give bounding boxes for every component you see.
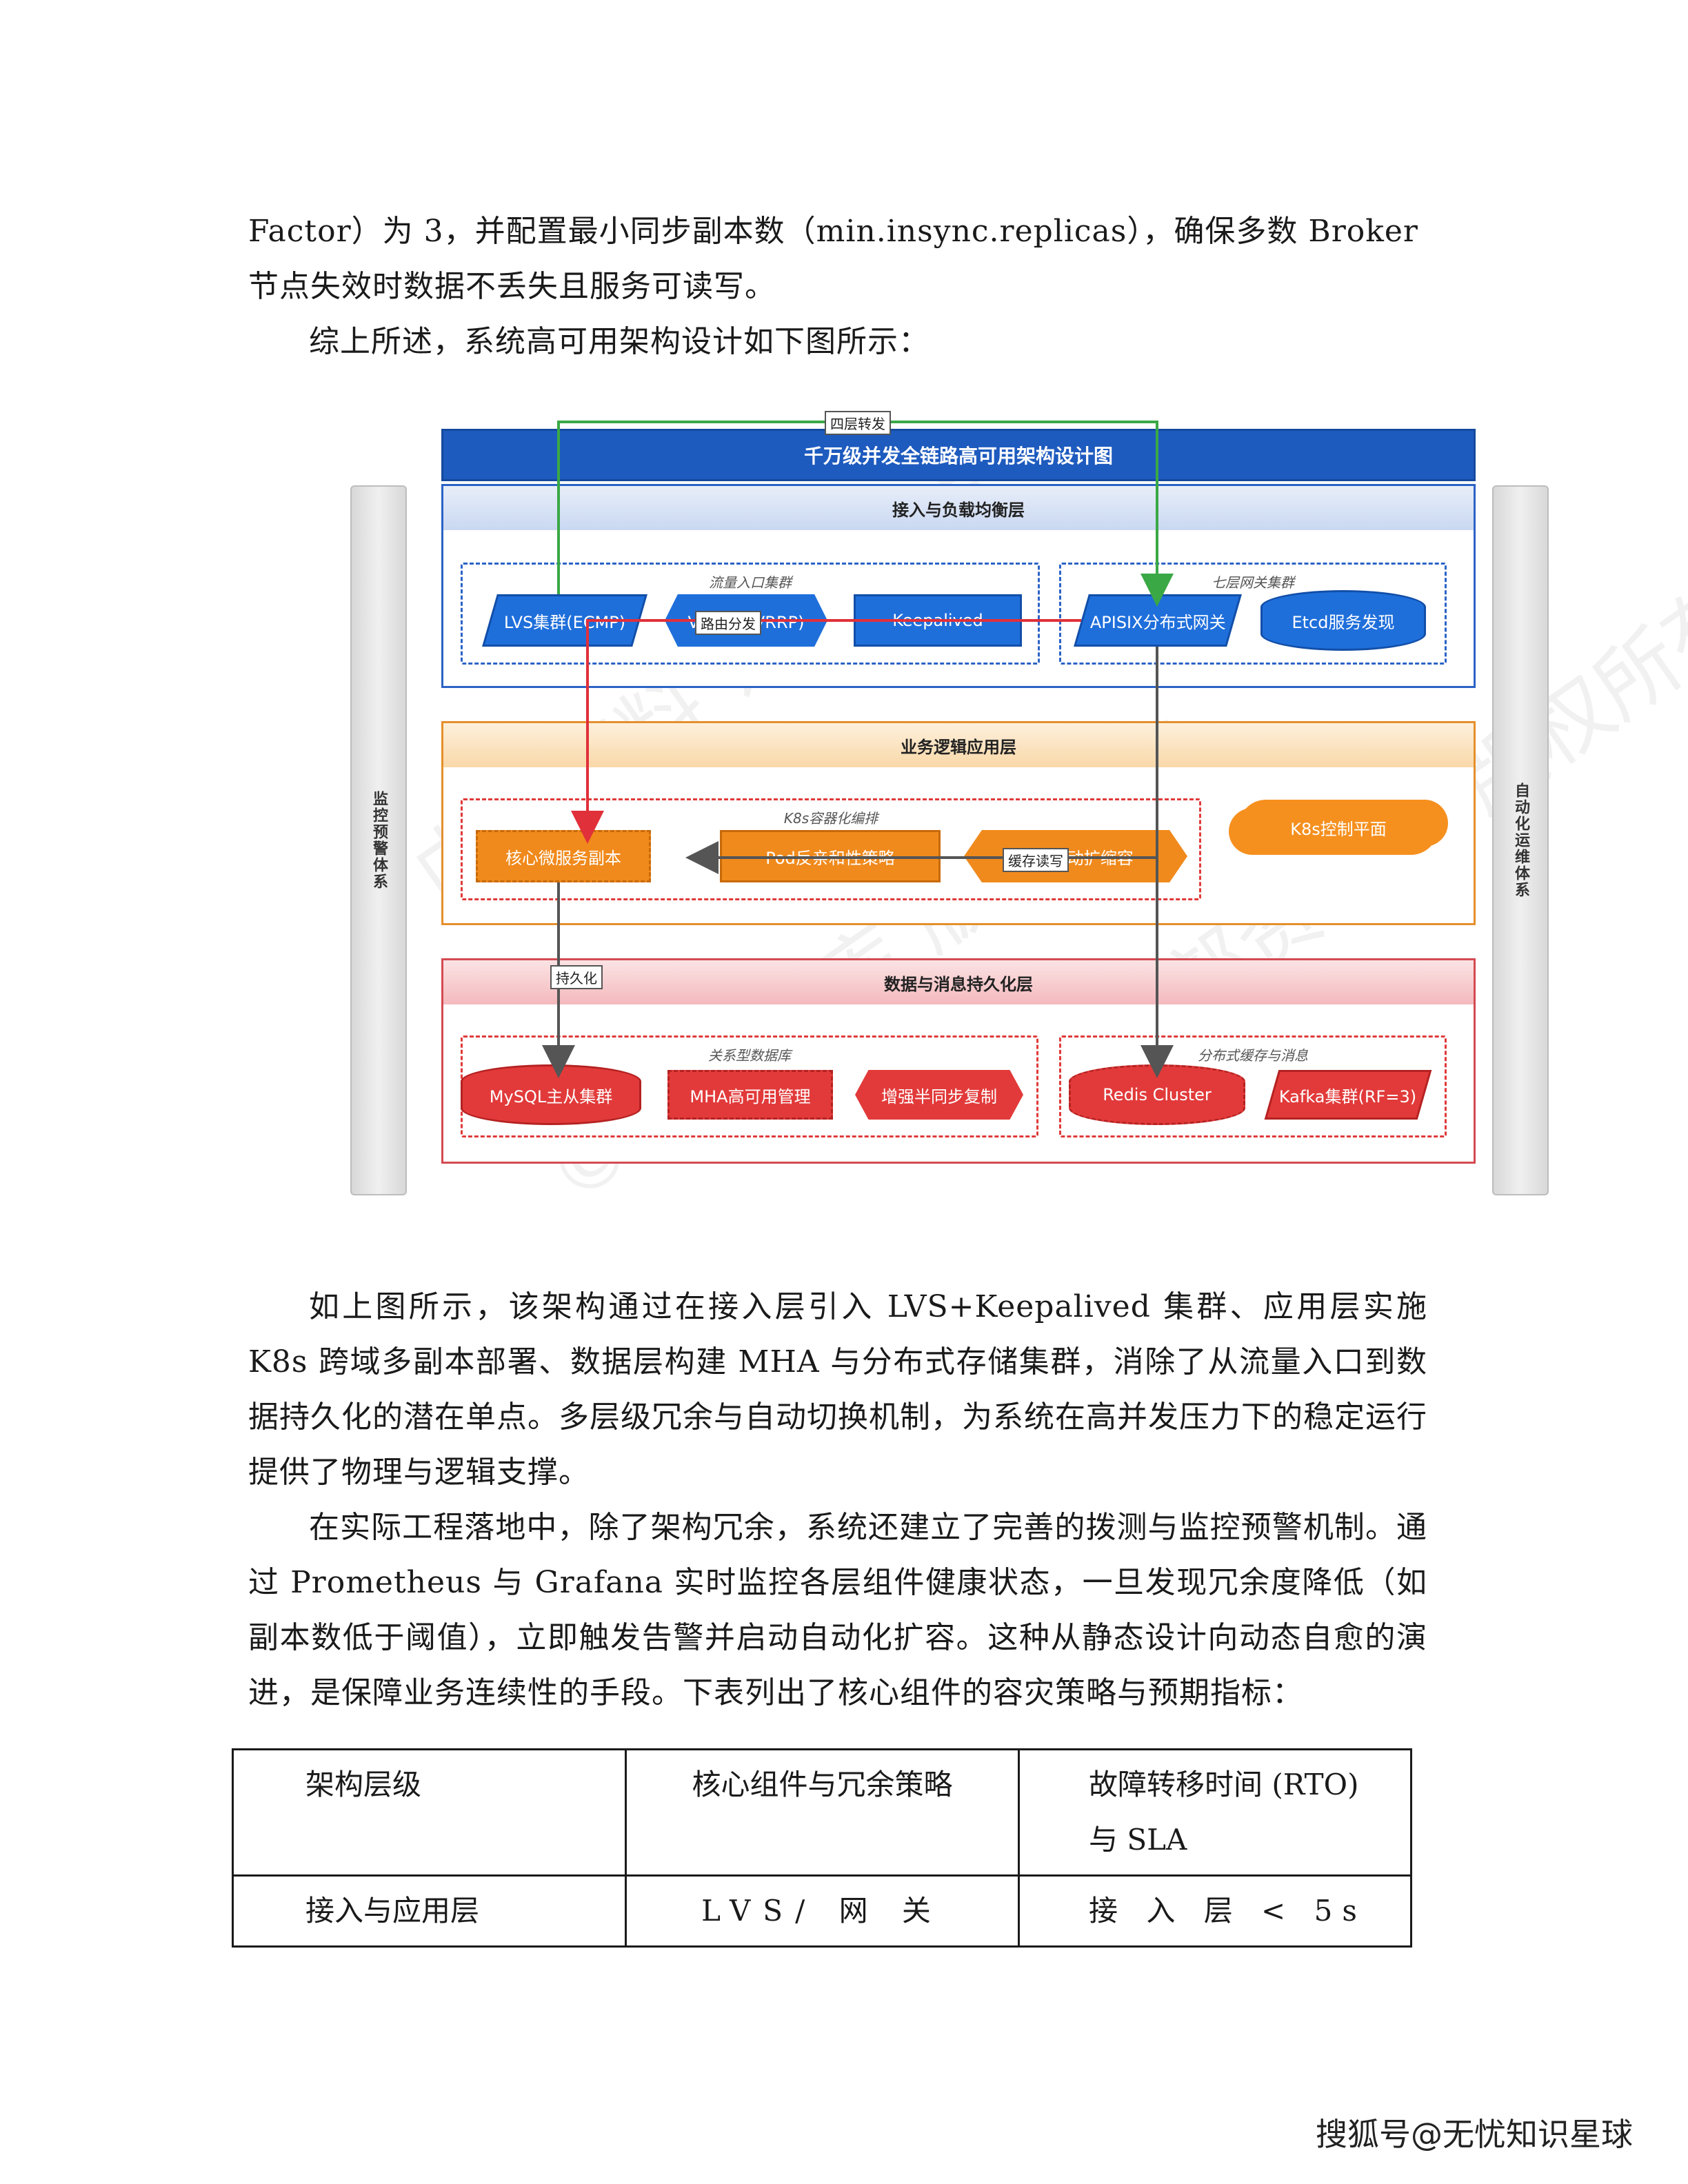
node-kafka: Kafka集群(RF=3)	[1264, 1070, 1432, 1120]
paragraph-summary: 综上所述，系统高可用架构设计如下图所示：	[309, 324, 930, 359]
table-cell: LVS/ 网 关	[625, 1874, 1020, 1948]
node-microservice: 核心微服务副本	[476, 830, 651, 882]
node-apisix: APISIX分布式网关	[1074, 594, 1242, 647]
paragraph-architecture-desc: 如上图所示，该架构通过在接入层引入 LVS+Keepalived 集群、应用层实…	[248, 1289, 1427, 1490]
node-mha: MHA高可用管理	[667, 1070, 833, 1120]
layer-app-title: 业务逻辑应用层	[443, 723, 1474, 767]
layer-data-title: 数据与消息持久化层	[443, 960, 1474, 1004]
right-sidebar-automation: 自动化运维体系	[1492, 485, 1549, 1195]
node-hpa: HPA自动扩缩容	[964, 830, 1187, 882]
node-redis: Redis Cluster	[1069, 1064, 1245, 1125]
table-header-cell: 故障转移时间 (RTO) 与 SLA	[1018, 1748, 1412, 1877]
paragraph-factor: Factor）为 3，并配置最小同步副本数（min.insync.replica…	[248, 214, 1418, 304]
table-row: 接入与应用层 LVS/ 网 关 接 入 层 < 5s	[232, 1874, 1412, 1948]
node-semisync: 增强半同步复制	[855, 1070, 1023, 1120]
label-cache-rw: 缓存读写	[1003, 848, 1069, 872]
group-rdb-label: 关系型数据库	[708, 1047, 791, 1064]
node-semisync-label: 增强半同步复制	[881, 1086, 997, 1106]
node-mha-label: MHA高可用管理	[690, 1086, 811, 1106]
node-lvs-label: LVS集群(ECMP)	[503, 612, 626, 632]
node-apisix-label: APISIX分布式网关	[1089, 612, 1226, 632]
layer-data: 数据与消息持久化层	[441, 958, 1476, 1164]
group-gateway: 七层网关集群	[1059, 563, 1447, 665]
paragraph-monitoring: 在实际工程落地中，除了架构冗余，系统还建立了完善的拨测与监控预警机制。通过 Pr…	[248, 1510, 1427, 1710]
group-k8s-label: K8s容器化编排	[783, 810, 878, 827]
table-header-cell: 架构层级	[232, 1748, 627, 1877]
table-header-row: 架构层级 核心组件与冗余策略 故障转移时间 (RTO) 与 SLA	[232, 1748, 1412, 1877]
node-mysql-label: MySQL主从集群	[489, 1086, 613, 1106]
group-distributed: 分布式缓存与消息	[1059, 1035, 1447, 1138]
node-redis-label: Redis Cluster	[1103, 1085, 1212, 1104]
node-kafka-label: Kafka集群(RF=3)	[1279, 1086, 1417, 1106]
diagram-title: 千万级并发全链路高可用架构设计图	[441, 429, 1476, 481]
node-etcd: Etcd服务发现	[1260, 590, 1426, 651]
left-sidebar-label: 监控预警体系	[370, 791, 388, 890]
footer-source: 搜狐号@无忧知识星球	[1316, 2116, 1633, 2153]
node-pod-antiaffinity: Pod反亲和性策略	[720, 830, 941, 882]
label-persist: 持久化	[550, 965, 603, 989]
node-lvs: LVS集群(ECMP)	[482, 594, 647, 647]
left-sidebar-monitoring: 监控预警体系	[350, 485, 407, 1195]
node-microservice-label: 核心微服务副本	[505, 848, 621, 868]
group-gateway-label: 七层网关集群	[1212, 574, 1294, 591]
node-keepalived: Keepalived	[854, 594, 1022, 647]
table-cell: 接 入 层 < 5s	[1018, 1874, 1412, 1948]
label-l4-forward: 四层转发	[825, 411, 891, 435]
node-keepalived-label: Keepalived	[892, 611, 983, 630]
layer-access-title: 接入与负载均衡层	[443, 486, 1474, 530]
node-k8s-control-label: K8s控制平面	[1290, 819, 1387, 839]
table-cell: 接入与应用层	[232, 1874, 627, 1948]
node-mysql: MySQL主从集群	[461, 1064, 641, 1125]
group-dist-label: 分布式缓存与消息	[1198, 1047, 1308, 1064]
group-traffic-label: 流量入口集群	[709, 574, 792, 591]
right-sidebar-label: 自动化运维体系	[1512, 782, 1529, 898]
table-header-cell: 核心组件与冗余策略	[625, 1748, 1020, 1877]
node-k8s-control-plane: K8s控制平面	[1238, 800, 1438, 855]
rto-table: 架构层级 核心组件与冗余策略 故障转移时间 (RTO) 与 SLA 接入与应用层…	[232, 1748, 1412, 1948]
label-route-dispatch: 路由分发	[695, 611, 761, 635]
node-pod-label: Pod反亲和性策略	[765, 848, 895, 868]
node-etcd-label: Etcd服务发现	[1292, 612, 1395, 632]
